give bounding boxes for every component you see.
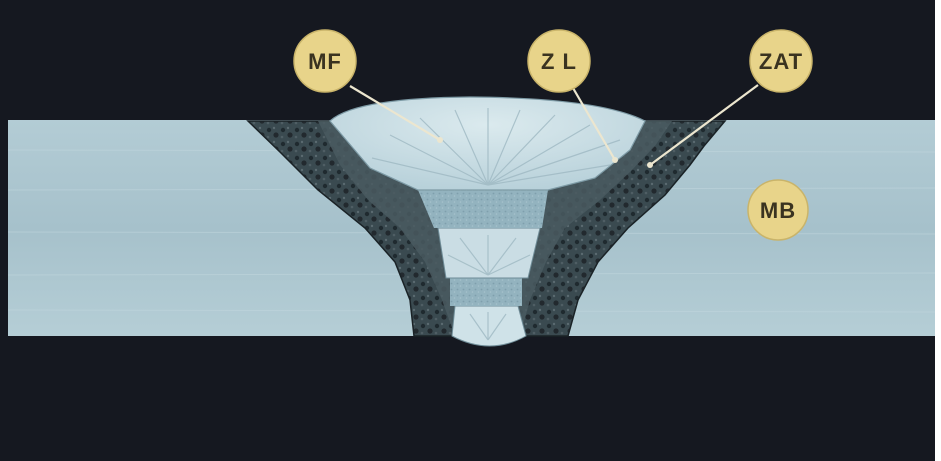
label-zl-text: Z L: [541, 49, 577, 74]
label-mb-text: MB: [760, 198, 796, 223]
weld-pass-middle: [438, 228, 540, 278]
white-border-right: [935, 0, 941, 461]
weld-root-pass: [452, 306, 526, 346]
label-zl: Z L: [528, 30, 590, 92]
leader-dot-zl: [612, 157, 618, 163]
label-zat: ZAT: [750, 30, 812, 92]
label-zat-text: ZAT: [759, 49, 803, 74]
weld-band-upper: [418, 190, 548, 228]
label-mf-text: MF: [308, 49, 342, 74]
label-mf: MF: [294, 30, 356, 92]
leader-dot-zat: [647, 162, 653, 168]
leader-dot-mf: [437, 137, 443, 143]
weld-band-lower: [450, 278, 522, 306]
label-mb: MB: [748, 180, 808, 240]
